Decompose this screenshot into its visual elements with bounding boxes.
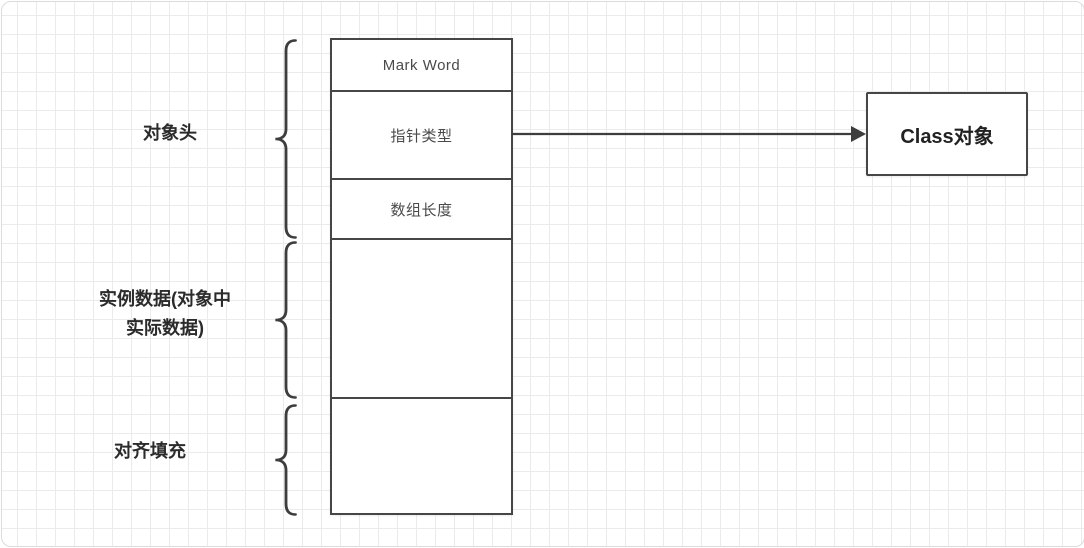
label-instance-data: 实例数据(对象中 实际数据) <box>60 285 270 343</box>
curly-brace-icon <box>275 241 297 399</box>
label-line: 实例数据(对象中 <box>99 289 231 309</box>
brace-object-header <box>273 39 299 239</box>
brace-instance-data <box>273 241 299 399</box>
label-alignment-padding: 对齐填充 <box>70 437 230 466</box>
curly-brace-icon <box>275 404 297 516</box>
cell-label: Mark Word <box>382 56 461 74</box>
label-object-header: 对象头 <box>90 119 250 148</box>
pointer-arrow-icon <box>512 126 866 142</box>
curly-brace-icon <box>275 39 297 239</box>
cell-label: 指针类型 <box>390 127 453 145</box>
class-object-label: Class对象 <box>900 125 994 148</box>
label-line: 实际数据) <box>126 318 204 338</box>
cell-mark-word: Mark Word <box>332 40 511 92</box>
memory-stack: Mark Word 指针类型 数组长度 <box>330 38 513 515</box>
cell-pointer-type: 指针类型 <box>332 92 511 180</box>
brace-alignment-padding <box>273 404 299 516</box>
label-line: 对象头 <box>143 123 197 143</box>
cell-label: 数组长度 <box>390 201 453 219</box>
cell-instance-data <box>332 240 511 399</box>
class-object-box: Class对象 <box>866 92 1028 176</box>
label-line: 对齐填充 <box>114 441 186 461</box>
cell-array-length: 数组长度 <box>332 180 511 240</box>
cell-padding <box>332 399 511 513</box>
